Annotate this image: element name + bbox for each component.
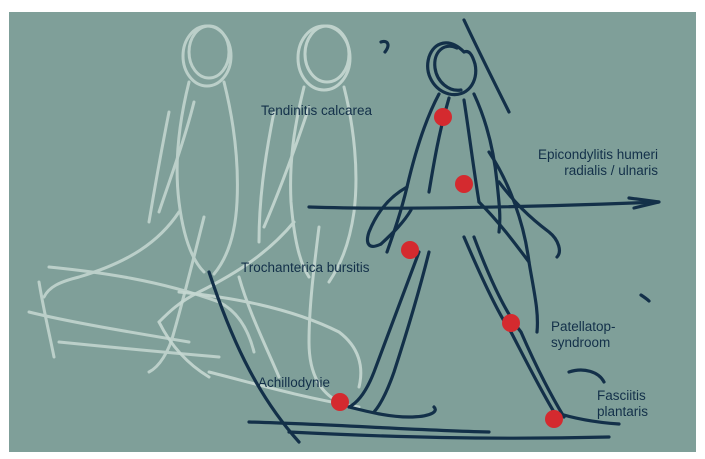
marker-tendinitis (434, 108, 452, 126)
label-fasciitis: Fasciitis plantaris (597, 388, 648, 420)
marker-epicondylitis (455, 175, 473, 193)
marker-fasciitis (545, 410, 563, 428)
marker-trochanterica (401, 241, 419, 259)
marker-patellatop (502, 314, 520, 332)
label-epicondylitis: Epicondylitis humeri radialis / ulnaris (508, 147, 658, 179)
label-epicondylitis-line1: Epicondylitis humeri (508, 147, 658, 163)
label-patellatop-line1: Patellatop- (551, 319, 616, 335)
label-patellatop-line2: syndroom (551, 335, 616, 351)
label-epicondylitis-line2: radialis / ulnaris (508, 163, 658, 179)
label-achillodynie: Achillodynie (258, 375, 330, 391)
label-fasciitis-line1: Fasciitis (597, 388, 648, 404)
marker-achillodynie (331, 393, 349, 411)
label-trochanterica: Trochanterica bursitis (241, 260, 370, 276)
illustration-frame: Tendinitis calcarea Epicondylitis humeri… (9, 12, 696, 452)
label-patellatop: Patellatop- syndroom (551, 319, 616, 351)
label-tendinitis: Tendinitis calcarea (261, 103, 372, 119)
label-fasciitis-line2: plantaris (597, 404, 648, 420)
ghost-figure-back (29, 26, 254, 372)
walking-figure-sketch (9, 12, 696, 452)
